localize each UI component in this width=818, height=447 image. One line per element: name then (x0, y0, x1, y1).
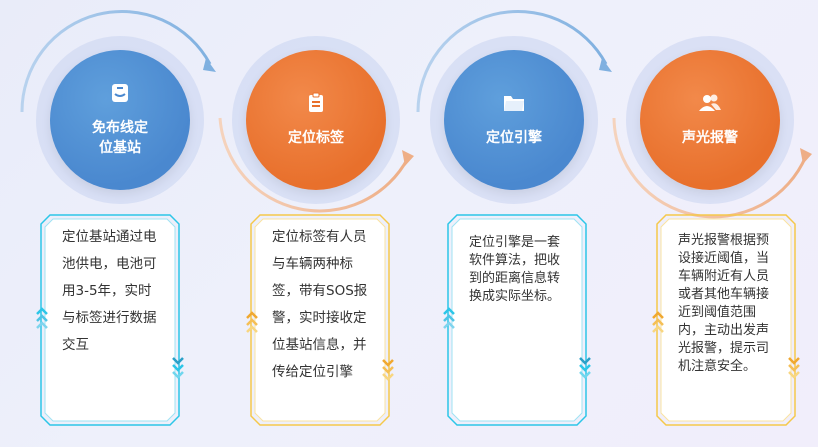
step-4-card: 声光报警根据预设接近阈值，当车辆附近有人员或者其他车辆接近到阈值范围内，主动出发… (652, 214, 800, 426)
step-2-description: 定位标签有人员与车辆两种标签，带有SOS报警，实时接收定位基站信息，并传给定位引… (272, 229, 368, 380)
step-4-description: 声光报警根据预设接近阈值，当车辆附近有人员或者其他车辆接近到阈值范围内，主动出发… (678, 233, 770, 374)
arc-1-arrow (203, 58, 216, 72)
step-2-title: 定位标签 (288, 130, 344, 146)
arc-1 (20, 9, 212, 113)
step-3-circle: 定位引擎 (444, 50, 584, 190)
chevron-up-icon (443, 307, 455, 329)
chevron-up-icon (36, 307, 48, 329)
step-3-card: 定位引擎是一套软件算法，把收到的距离信息转换成实际坐标。 (443, 214, 591, 426)
step-1-card: 定位基站通过电池供电，电池可用3-5年，实时与标签进行数据交互 (36, 214, 184, 426)
users-icon (697, 92, 723, 120)
step-3-description: 定位引擎是一套软件算法，把收到的距离信息转换成实际坐标。 (469, 235, 561, 304)
step-1-description: 定位基站通过电池供电，电池可用3-5年，实时与标签进行数据交互 (62, 229, 157, 353)
chevron-up-icon (246, 311, 258, 333)
chevron-down-icon (382, 359, 394, 381)
step-2-card: 定位标签有人员与车辆两种标签，带有SOS报警，实时接收定位基站信息，并传给定位引… (246, 214, 394, 426)
arc-3-arrow (599, 58, 612, 72)
chevron-down-icon (579, 357, 591, 379)
step-4-circle: 声光报警 (640, 50, 780, 190)
chevron-down-icon (788, 357, 800, 379)
step-2-circle: 定位标签 (246, 50, 386, 190)
chevron-up-icon (652, 311, 664, 333)
step-1-circle: 免布线定 位基站 (50, 50, 190, 190)
badge-icon (109, 82, 131, 110)
step-4-title: 声光报警 (682, 130, 738, 146)
clipboard-icon (305, 92, 327, 120)
folder-icon (502, 92, 526, 120)
arc-2 (218, 117, 410, 213)
step-1-title: 免布线定 位基站 (92, 120, 148, 156)
chevron-down-icon (172, 357, 184, 379)
step-3-title: 定位引擎 (486, 130, 542, 146)
arc-2-arrow (402, 150, 414, 166)
arc-3 (416, 9, 608, 113)
arc-4-arrow (800, 148, 812, 164)
